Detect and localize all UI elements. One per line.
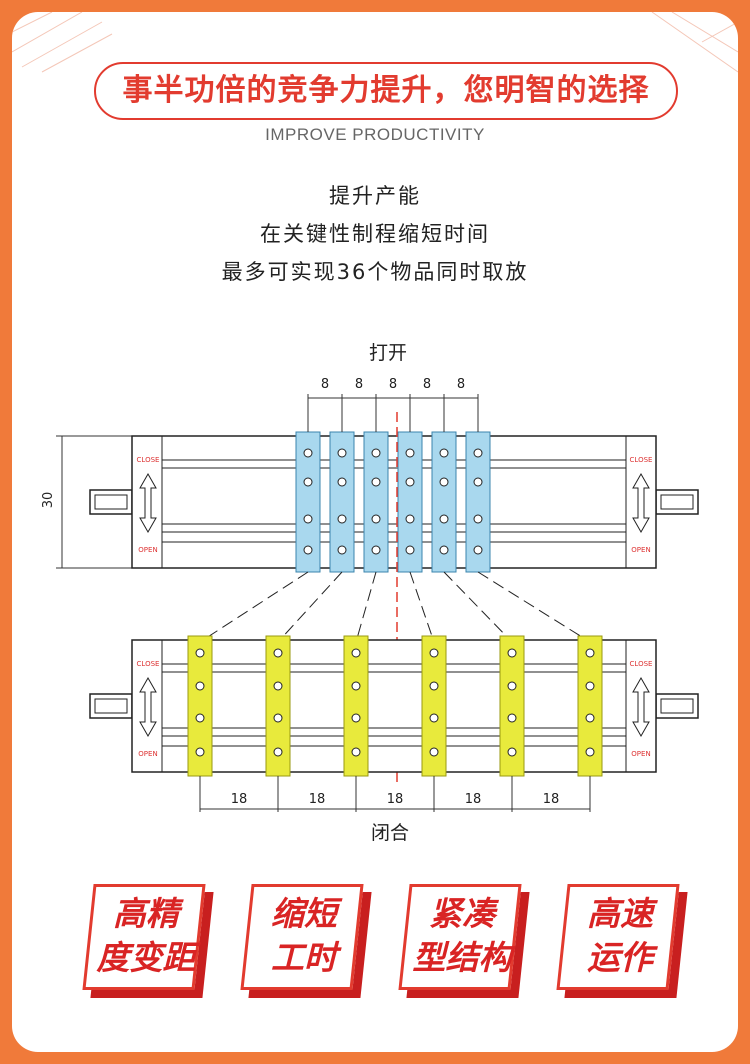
- svg-text:8: 8: [321, 377, 329, 392]
- feature-badges: 高精度变距 缩短工时 紧凑型结构 高速运作: [12, 884, 738, 1004]
- feature-badge-time: 缩短工时: [240, 884, 372, 998]
- svg-text:OPEN: OPEN: [138, 750, 157, 758]
- svg-text:CLOSE: CLOSE: [137, 660, 160, 668]
- feature-line: 高精: [113, 894, 179, 933]
- feature-line: 型结构: [412, 938, 512, 977]
- svg-text:OPEN: OPEN: [138, 546, 157, 554]
- feature-badge-compact: 紧凑型结构: [398, 884, 530, 998]
- svg-text:8: 8: [423, 377, 431, 392]
- svg-text:8: 8: [457, 377, 465, 392]
- feature-line: 紧凑: [429, 894, 495, 933]
- svg-text:18: 18: [231, 792, 248, 807]
- svg-text:OPEN: OPEN: [631, 546, 650, 554]
- open-assembly: 30 CLOSE OPEN CLOSE O: [41, 377, 699, 573]
- closed-state-label: 闭合: [371, 822, 409, 844]
- feature-line: 缩短: [271, 894, 337, 933]
- feature-badge-precision: 高精度变距: [82, 884, 214, 998]
- feature-line: 工时: [271, 938, 337, 977]
- headline-banner: 事半功倍的竞争力提升，您明智的选择: [94, 62, 678, 120]
- description-line-1: 提升产能: [329, 184, 421, 208]
- feature-line: 运作: [587, 938, 653, 977]
- svg-text:8: 8: [389, 377, 397, 392]
- content-card: 事半功倍的竞争力提升，您明智的选择 IMPROVE PRODUCTIVITY 提…: [12, 12, 738, 1052]
- feature-line: 度变距: [96, 938, 196, 977]
- svg-text:CLOSE: CLOSE: [630, 660, 653, 668]
- svg-text:18: 18: [387, 792, 404, 807]
- svg-text:18: 18: [465, 792, 482, 807]
- description-line-3: 最多可实现36个物品同时取放: [221, 260, 529, 284]
- pitch-change-diagram: 打开 闭合 30: [41, 342, 699, 844]
- subtitle: IMPROVE PRODUCTIVITY: [265, 125, 485, 144]
- svg-text:18: 18: [543, 792, 560, 807]
- svg-text:OPEN: OPEN: [631, 750, 650, 758]
- svg-text:CLOSE: CLOSE: [630, 456, 653, 464]
- feature-badge-speed: 高速运作: [556, 884, 688, 998]
- feature-line: 高速: [587, 894, 653, 933]
- description-line-2: 在关键性制程缩短时间: [260, 222, 490, 246]
- svg-text:CLOSE: CLOSE: [137, 456, 160, 464]
- closed-assembly: CLOSE OPEN CLOSE OPEN: [89, 635, 699, 812]
- svg-text:18: 18: [309, 792, 326, 807]
- height-dimension: 30: [41, 492, 56, 509]
- open-state-label: 打开: [369, 342, 407, 364]
- background-decoration: [12, 12, 738, 73]
- svg-text:8: 8: [355, 377, 363, 392]
